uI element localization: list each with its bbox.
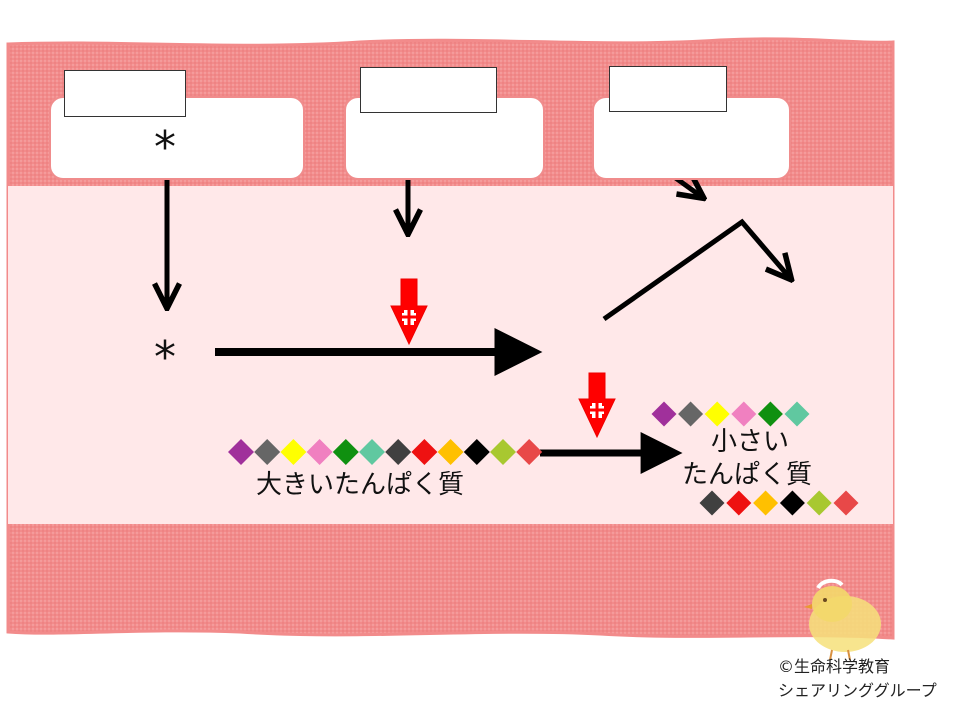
- asterisk-top: *: [154, 122, 176, 173]
- small-protein-top-bead-1: [651, 401, 677, 427]
- label-box-2: [360, 67, 497, 113]
- large-protein-bead-2: [254, 439, 281, 465]
- asterisk-middle: *: [154, 332, 176, 383]
- large-protein-bead-1: [228, 439, 254, 465]
- credit-line-2: シェアリンググループ: [778, 681, 937, 700]
- enzyme-marker-1: [390, 278, 428, 346]
- small-protein-bottom-bead-1: [699, 490, 725, 516]
- large-protein-bead-7: [385, 439, 412, 465]
- small-protein-top-bead-6: [784, 401, 810, 427]
- small-protein-label-line1: 小さい: [711, 427, 790, 457]
- large-protein-chain: [228, 439, 543, 465]
- large-protein-bead-9: [437, 439, 464, 465]
- small-protein-bottom-bead-3: [753, 490, 779, 516]
- large-protein-bead-12: [516, 439, 543, 465]
- small-protein-chain-top: [651, 401, 810, 427]
- small-protein-chain-bottom: [699, 490, 859, 516]
- large-protein-bead-10: [463, 439, 490, 465]
- large-protein-label: 大きいたんぱく質: [256, 470, 465, 500]
- small-protein-label-line2: たんぱく質: [682, 460, 813, 490]
- small-protein-top-bead-4: [731, 401, 757, 427]
- large-protein-bead-4: [306, 439, 333, 465]
- arrow-right-peak: [602, 218, 790, 322]
- small-protein-top-bead-3: [704, 401, 730, 427]
- large-protein-bead-8: [411, 439, 438, 465]
- large-protein-bead-11: [490, 439, 516, 465]
- small-protein-bottom-bead-2: [726, 490, 752, 516]
- small-protein-bottom-bead-4: [779, 490, 805, 516]
- label-box-3: [609, 66, 727, 112]
- chick-mascot: [804, 578, 881, 661]
- small-protein-top-bead-2: [678, 401, 704, 427]
- large-protein-bead-5: [332, 439, 359, 465]
- small-protein-top-bead-5: [757, 401, 783, 427]
- small-protein-bottom-bead-6: [833, 490, 859, 516]
- small-protein-bottom-bead-5: [806, 490, 832, 516]
- large-protein-bead-6: [359, 439, 385, 465]
- label-box-1: [64, 70, 186, 117]
- enzyme-marker-2: [578, 372, 616, 439]
- large-protein-bead-3: [280, 439, 307, 465]
- credit-line-1: ©生命科学教育: [778, 657, 891, 676]
